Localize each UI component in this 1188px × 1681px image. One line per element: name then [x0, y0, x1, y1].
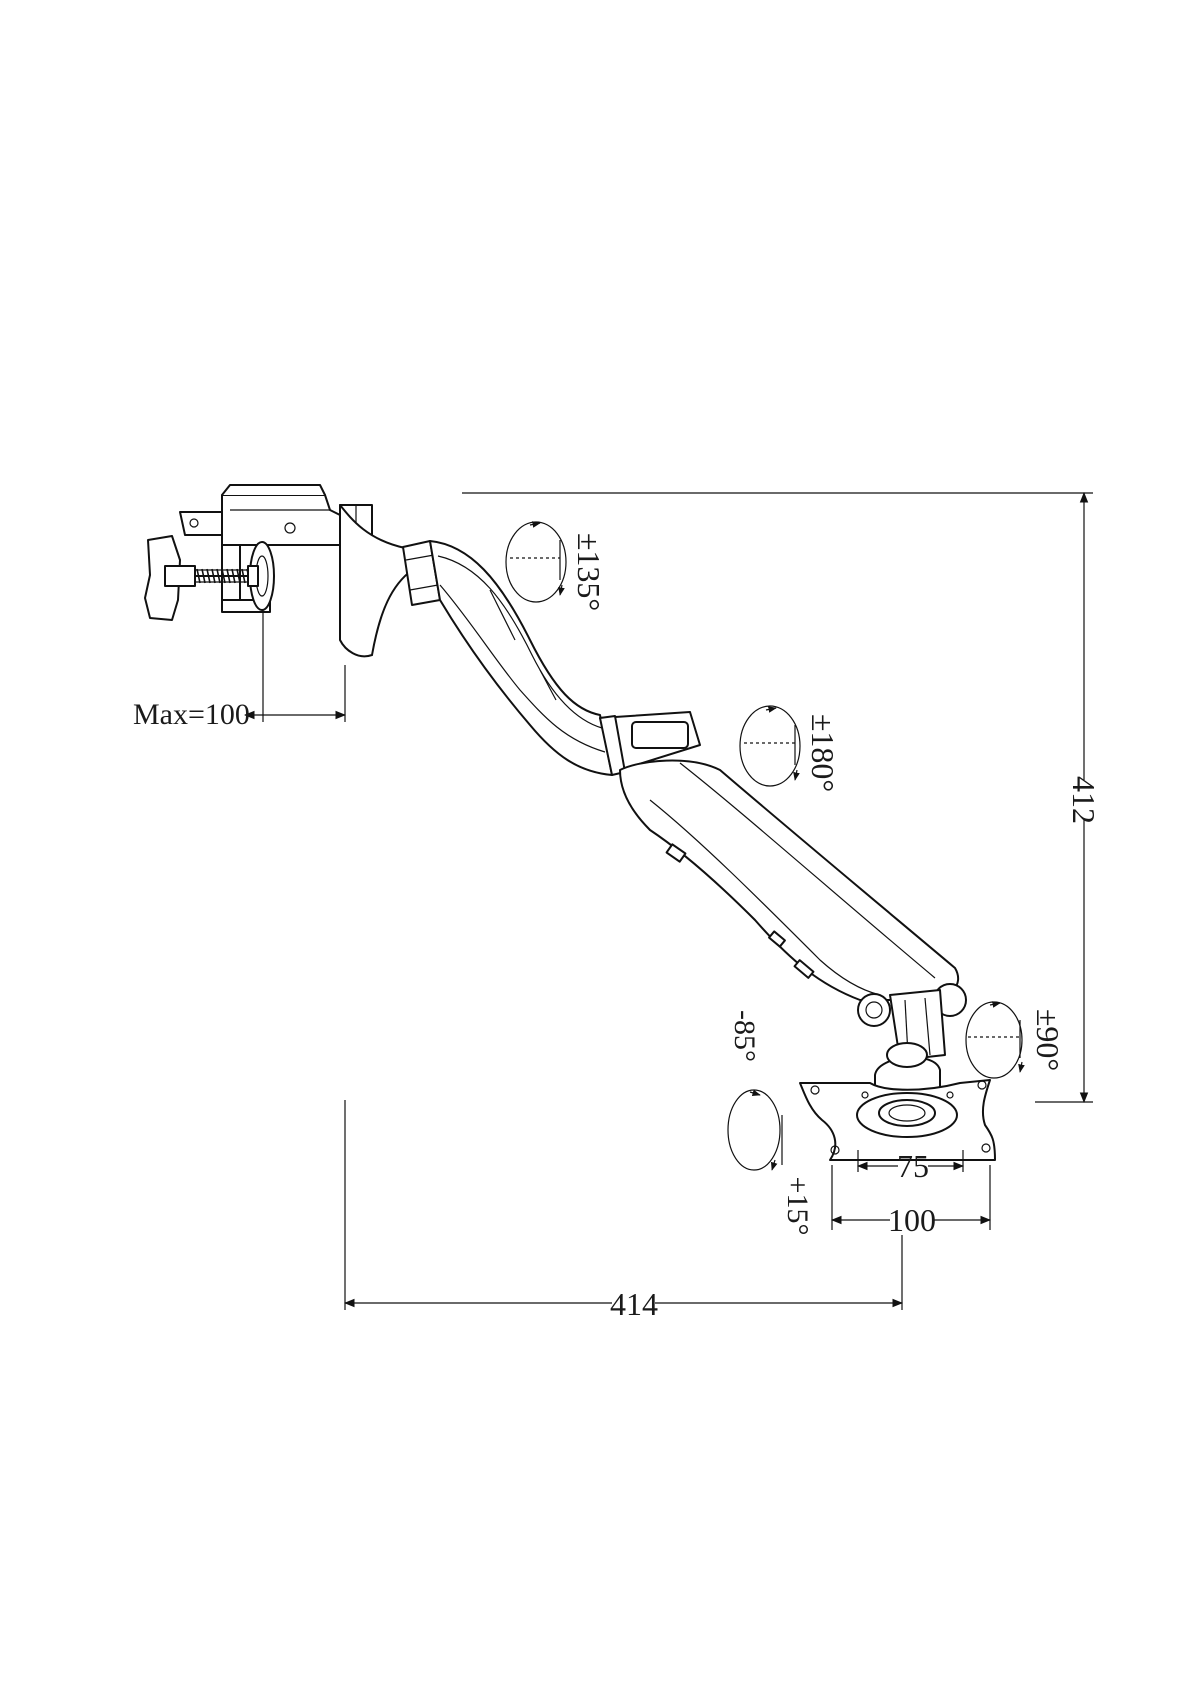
- dimension-labels: Max=100 412 414 75 100: [133, 698, 1102, 1322]
- rotation-indicators: [505, 521, 1025, 1171]
- clamp-max-label: Max=100: [133, 698, 250, 731]
- rotation-90-label: ±90°: [1030, 1009, 1066, 1071]
- upper-arm: [339, 504, 701, 776]
- thread-line: [216, 568, 221, 584]
- thread-line: [231, 568, 236, 584]
- clamp-screw: [194, 568, 251, 584]
- forearm-gas-spring: [619, 759, 960, 1001]
- reach-label: 414: [610, 1286, 658, 1322]
- thread-line: [201, 568, 206, 584]
- desk-clamp: [144, 484, 373, 656]
- vesa-100-label: 100: [888, 1202, 936, 1238]
- rotation-arrow-icon: [505, 521, 567, 603]
- rotation-135-label: ±135°: [571, 533, 607, 611]
- thread-line: [196, 568, 201, 584]
- height-label: 412: [1066, 776, 1102, 824]
- rotation-labels: ±135° ±180° ±90° -85° +15°: [571, 533, 1066, 1236]
- thread-line: [206, 568, 211, 584]
- rotation-arrow-icon: [965, 1001, 1025, 1079]
- rotation-180-label: ±180°: [805, 714, 841, 792]
- vesa-75-label: 75: [897, 1148, 929, 1184]
- swivel-head: [857, 983, 967, 1101]
- thread-line: [241, 568, 246, 584]
- thread-line: [221, 568, 226, 584]
- thread-line: [211, 568, 216, 584]
- rotation-arrow-icon: [739, 705, 801, 787]
- dimension-lines: [243, 491, 1093, 1310]
- tilt-arrow-icon: [727, 1089, 783, 1171]
- thread-line: [236, 568, 241, 584]
- tilt-down-label: -85°: [728, 1010, 761, 1062]
- thread-line: [226, 568, 231, 584]
- tilt-up-label: +15°: [781, 1177, 814, 1236]
- vesa-plate: [799, 1079, 996, 1161]
